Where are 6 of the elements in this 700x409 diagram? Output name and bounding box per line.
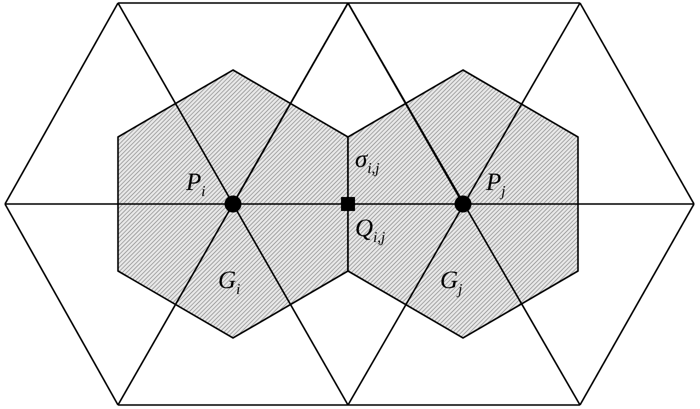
math-label: σ$_{i,j}$ xyxy=(355,147,380,177)
math-label: P$_{i}$ xyxy=(186,170,206,200)
math-label: Q$_{i,j}$ xyxy=(355,216,386,246)
math-label: P$_{j}$ xyxy=(486,170,506,200)
math-label: G$_{i}$ xyxy=(218,268,240,298)
math-label: G$_{j}$ xyxy=(440,268,462,298)
